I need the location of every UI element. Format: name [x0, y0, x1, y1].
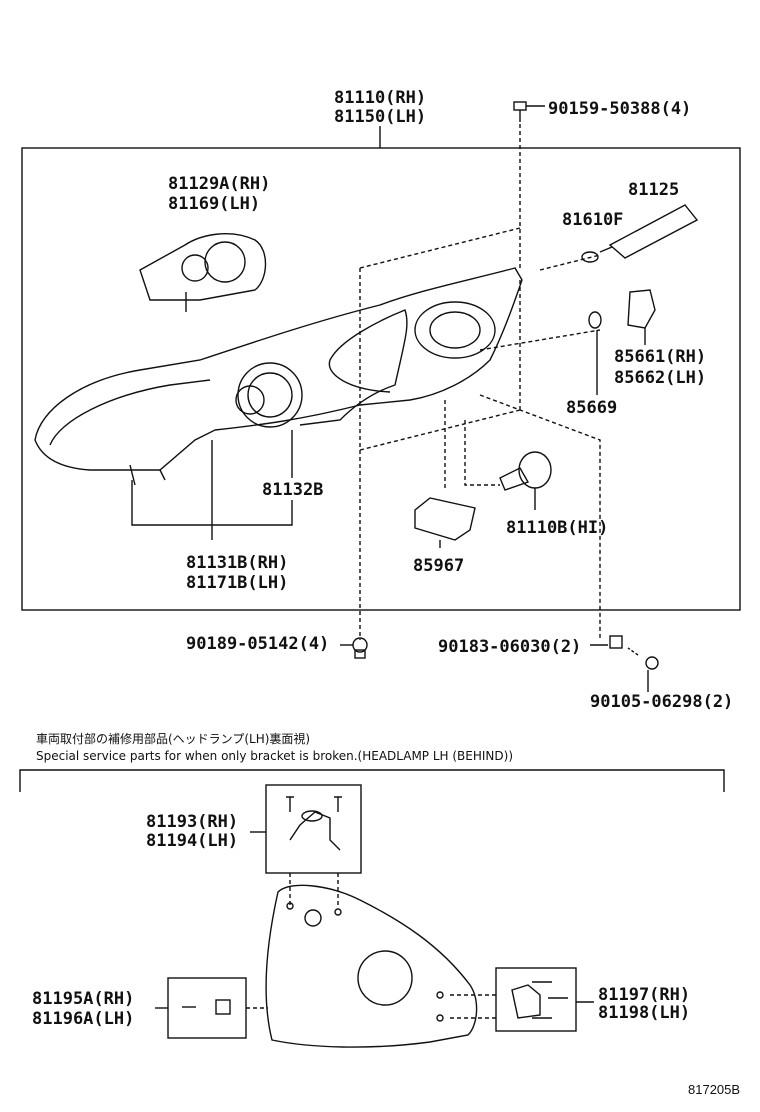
top-bolt-icon	[513, 101, 545, 122]
label-assy-rh: 81110(RH)	[334, 88, 427, 108]
label-plug-81610f: 81610F	[562, 210, 624, 230]
label-repair-right-rh: 81197(RH)	[598, 985, 691, 1005]
ecu-85967	[414, 497, 476, 541]
lower-section-bracket	[19, 769, 725, 792]
label-housing-rh: 81129A(RH)	[168, 174, 271, 194]
note-japanese: 車両取付部の補修用部品(ヘッドランプ(LH)裏面視)	[36, 732, 311, 746]
socket-85661	[627, 289, 656, 329]
label-screw-right: 90105-06298(2)	[590, 692, 734, 712]
label-bracket-rh: 81131B(RH)	[186, 553, 289, 573]
note-english: Special service parts for when only brac…	[36, 749, 514, 763]
label-ecu: 85967	[413, 556, 465, 576]
repair-top-box	[265, 784, 362, 874]
oring-85669	[588, 311, 602, 329]
clip-right-icon	[609, 635, 623, 649]
label-repair-left-lh: 81196A(LH)	[32, 1009, 135, 1029]
label-nut-left: 90189-05142(4)	[186, 634, 330, 654]
label-repair-top-lh: 81194(LH)	[146, 831, 239, 851]
label-bolt-top: 90159-50388(4)	[548, 99, 692, 119]
label-assy-lh: 81150(LH)	[334, 107, 427, 127]
label-clip-right: 90183-06030(2)	[438, 637, 582, 657]
label-repair-right-lh: 81198(LH)	[598, 1003, 691, 1023]
main-assembly-frame	[21, 147, 741, 611]
label-oring: 85669	[566, 398, 618, 418]
repair-right-box	[495, 967, 577, 1032]
nut-left-icon	[352, 637, 368, 659]
bulb-hi	[499, 451, 552, 510]
harness-wire	[299, 309, 408, 426]
screw-right-icon	[627, 647, 659, 670]
label-bracket-lh: 81171B(LH)	[186, 573, 289, 593]
repair-bracket-plate	[265, 884, 478, 1048]
label-bulb-hi: 81110B(HI)	[506, 518, 609, 538]
lamp-housing	[139, 233, 267, 301]
label-socket-rh: 85661(RH)	[614, 347, 707, 367]
label-cover: 81132B	[262, 480, 324, 500]
label-socket-lh: 85662(LH)	[614, 368, 707, 388]
label-housing-lh: 81169(LH)	[168, 194, 261, 214]
label-repair-left-rh: 81195A(RH)	[32, 989, 135, 1009]
repair-left-box	[167, 977, 247, 1039]
bulb-81125	[608, 204, 699, 259]
label-repair-top-rh: 81193(RH)	[146, 812, 239, 832]
headlamp-body	[34, 267, 523, 471]
diagram-number: 817205B	[688, 1082, 741, 1097]
label-bulb-81125: 81125	[628, 180, 680, 200]
plug-81610f	[581, 251, 599, 263]
